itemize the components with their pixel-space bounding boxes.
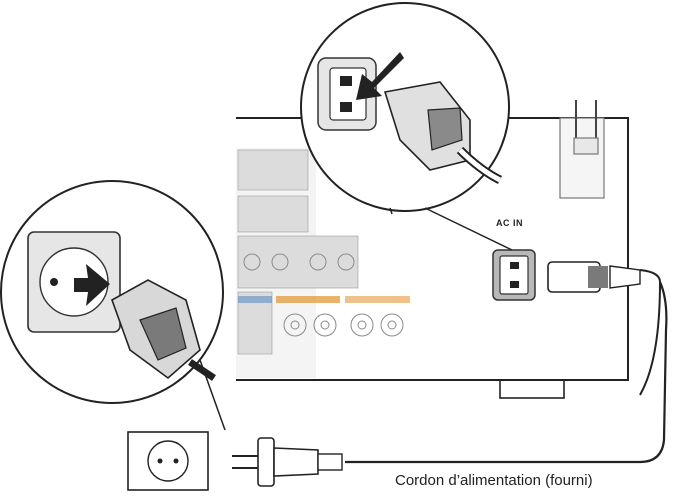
surround-label-bar (345, 296, 410, 303)
inlet-zoom-callout (300, 2, 513, 251)
power-cord-label: Cordon d’alimentation (fourni) (395, 472, 593, 489)
panel-foot (499, 379, 565, 399)
surround-back-label-bar (276, 296, 340, 303)
inlet-connector (547, 261, 662, 396)
power-plug (232, 437, 343, 487)
zoom-schuko-plug (111, 279, 216, 381)
wall-socket-icon (127, 431, 209, 491)
socket-zoom-callout (0, 180, 226, 431)
panel-connector-grid (237, 149, 359, 355)
receiver-rear-panel (236, 100, 629, 399)
arrow-icon (74, 264, 110, 306)
speaker-terminals (243, 253, 404, 337)
ac-in-label: AC IN (496, 218, 523, 228)
power-cord-cable (345, 281, 668, 464)
ac-inlet-icon (492, 249, 536, 301)
zoom-plug (383, 81, 503, 185)
antenna-module (559, 100, 605, 199)
arrow-icon (356, 52, 404, 100)
zone-label-bar (238, 296, 272, 303)
